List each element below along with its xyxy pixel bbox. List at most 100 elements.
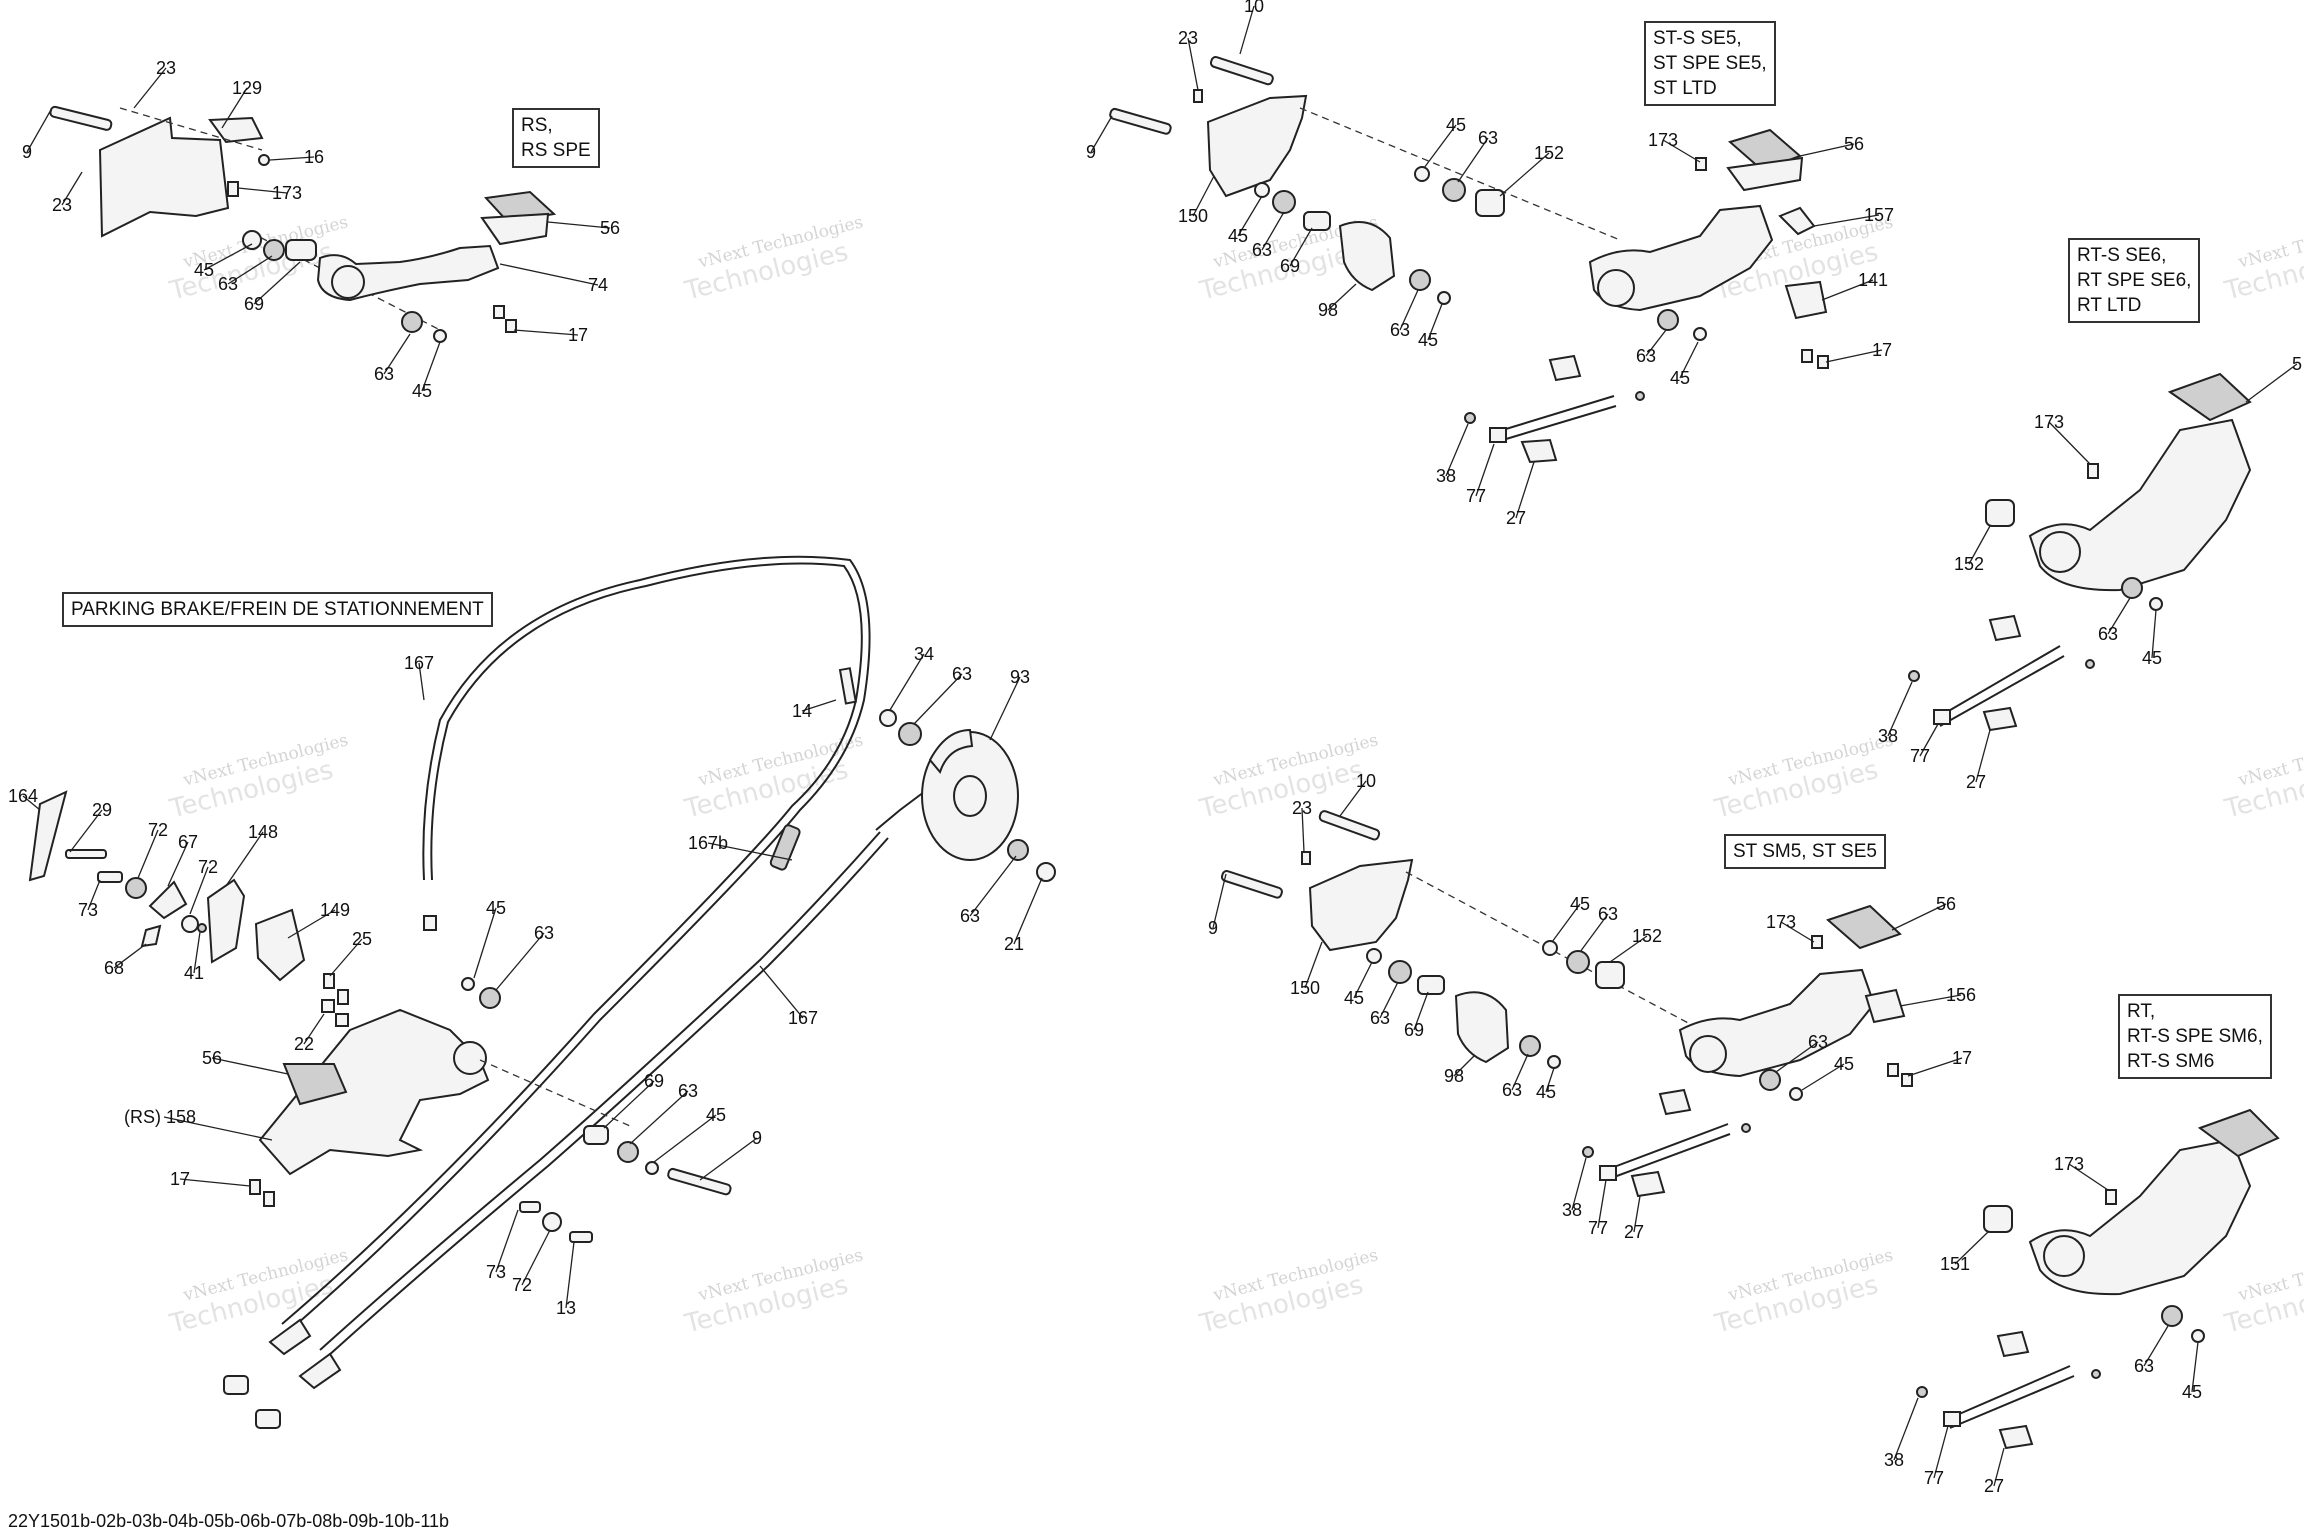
callout-number: 63 [678, 1081, 698, 1101]
bushing-72 [125, 877, 147, 899]
leader-line [1475, 443, 1495, 497]
callout-number: 41 [184, 963, 204, 983]
leader-line [1609, 935, 1648, 963]
st1-screw-23 [1193, 89, 1203, 103]
rt1-spacer-152 [1985, 499, 2015, 527]
rs-brake-pedal-assembly [49, 105, 557, 343]
callout-number: 10 [1356, 771, 1376, 791]
rt2-bearing-63 [2161, 1305, 2183, 1327]
st1-footpad-base [1726, 156, 1804, 192]
st2-bearing-63d [1519, 1035, 1541, 1057]
rs-screw-173 [227, 181, 239, 197]
rt1-screw-173 [2087, 463, 2099, 479]
rs-pedal-hub [331, 265, 365, 299]
callout-number: 56 [202, 1048, 222, 1068]
washer-34 [879, 709, 897, 727]
callout-labels: 9232312916173564563697417634510239456315… [8, 0, 2302, 1496]
rt2-pedal-hub [2043, 1235, 2085, 1277]
parking-pedal-158 [258, 1008, 490, 1176]
leader-line [211, 1057, 289, 1075]
rs-screw-17a [493, 305, 505, 319]
st1-washer-45a [1414, 166, 1430, 182]
bolt-9-park [667, 1167, 732, 1196]
leader-line [87, 879, 101, 911]
rt2-clip-upper [1996, 1330, 2030, 1358]
callout-number: 45 [706, 1105, 726, 1125]
leader-line [1237, 195, 1263, 237]
callout-number: 13 [556, 1298, 576, 1318]
leader-line [1427, 303, 1443, 341]
st2-pedal-hub [1689, 1035, 1727, 1073]
callout-number: 29 [92, 800, 112, 820]
rt1-footpad-56 [2167, 372, 2252, 422]
st2-screw-23 [1301, 851, 1311, 865]
leader-line [1453, 1055, 1475, 1077]
leader-line [889, 653, 925, 711]
pin-73b [519, 1201, 541, 1213]
callout-number: 23 [1178, 28, 1198, 48]
rs-screw-16 [258, 154, 270, 166]
callout-number: 73 [78, 900, 98, 920]
callout-number: 45 [2182, 1382, 2202, 1402]
leader-line [203, 243, 253, 271]
leader-line [1893, 1397, 1919, 1461]
leader-line [1090, 115, 1113, 153]
leader-line [1187, 37, 1199, 91]
leader-line [1423, 124, 1457, 169]
st2-bracket-150 [1308, 858, 1414, 952]
rs-screw-17b [505, 319, 517, 333]
parking-pedal-hub [453, 1041, 487, 1075]
leader-line [1645, 329, 1667, 357]
leader-line [969, 855, 1017, 917]
bushing-69-park [583, 1125, 609, 1145]
rs-bushing-69 [285, 239, 317, 261]
cable-end-167 [423, 915, 437, 931]
bolt-13 [569, 1231, 593, 1243]
callout-number: 152 [1534, 143, 1564, 163]
leader-line [1899, 994, 1962, 1007]
callout-number: 74 [588, 275, 608, 295]
rt1-pedal-arm [2028, 418, 2252, 592]
leader-line [1413, 991, 1429, 1031]
st1-nut-end [1635, 391, 1645, 401]
brake-caliper [928, 728, 974, 775]
parking-brake-assembly [28, 555, 1056, 1429]
callout-number: 173 [272, 183, 302, 203]
leader-line [1499, 152, 1550, 197]
variant-box-rt-s-se6: RT-S SE6, RT SPE SE6, RT LTD [2068, 238, 2201, 323]
callout-number: 72 [512, 1275, 532, 1295]
callout-number: 63 [2134, 1356, 2154, 1376]
st2-bushing-69 [1417, 975, 1445, 995]
pin-73 [97, 871, 123, 883]
st1-pedal-hub [1597, 269, 1635, 307]
callout-number: 63 [1478, 128, 1498, 148]
st2-rod-77 [1605, 1123, 1729, 1171]
rt1-nut-38 [1908, 670, 1920, 682]
screw-17a [249, 1179, 261, 1195]
rt1-pedal-hub [2039, 531, 2081, 573]
callout-number: 63 [1808, 1032, 1828, 1052]
cable-eyelet-left [223, 1375, 249, 1395]
st2-clip-upper [1658, 1088, 1692, 1116]
leader-line [22, 795, 41, 811]
st1-bracket-157 [1778, 206, 1816, 236]
callout-number: 27 [1984, 1476, 2004, 1496]
callout-number: 69 [644, 1071, 664, 1091]
callout-number: 72 [148, 820, 168, 840]
st2-spacer-152 [1595, 961, 1625, 989]
leader-line [699, 1137, 758, 1181]
callout-number: 152 [1954, 554, 1984, 574]
st1-nut-38 [1464, 412, 1476, 424]
callout-number: 45 [1344, 988, 1364, 1008]
pin-29 [65, 849, 107, 859]
cable-167-outer [281, 562, 863, 1325]
leader-line [495, 1209, 519, 1273]
leader-line [2143, 1325, 2169, 1367]
callout-number: 77 [1910, 746, 1930, 766]
leader-line [1799, 143, 1855, 157]
st1-clip-upper [1548, 354, 1582, 382]
callout-number: 23 [156, 58, 176, 78]
rs-footpad-base [480, 212, 550, 246]
callout-number: 63 [960, 906, 980, 926]
leader-line [237, 187, 288, 194]
